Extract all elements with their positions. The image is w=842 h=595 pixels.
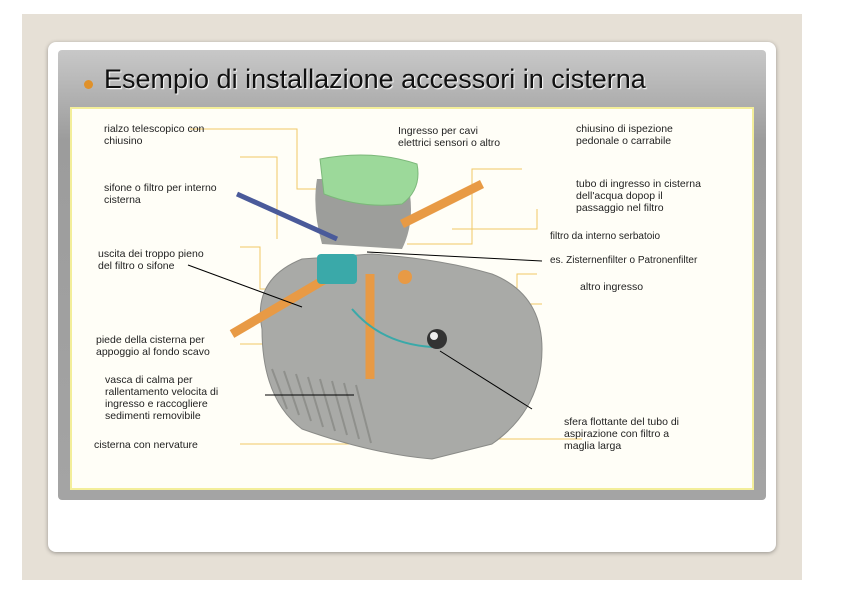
label-nervature: cisterna con nervature bbox=[94, 439, 198, 451]
cistern-illustration bbox=[187, 128, 582, 460]
label-ingresso-cavi: Ingresso per cavi elettrici sensori o al… bbox=[398, 125, 501, 149]
label-sifone: sifone o filtro per interno cisterna bbox=[104, 182, 217, 206]
bullet-icon bbox=[84, 80, 93, 89]
cistern-diagram: rialzo telescopico con chiusino Ingresso… bbox=[70, 107, 754, 490]
slide-title: Esempio di installazione accessori in ci… bbox=[104, 64, 646, 94]
label-zisternenfilter: es. Zisternenfilter o Patronenfilter bbox=[550, 255, 698, 266]
label-sfera: sfera flottante del tubo di aspirazione … bbox=[564, 416, 679, 452]
label-rialzo: rialzo telescopico con chiusino bbox=[104, 123, 205, 147]
label-piede: piede della cisterna per appoggio al fon… bbox=[96, 334, 210, 358]
label-filtro-interno: filtro da interno serbatoio bbox=[550, 231, 661, 242]
label-tubo-ingresso: tubo di ingresso in cisterna dell'acqua … bbox=[576, 178, 701, 214]
label-uscita: uscita dei troppo pieno del filtro o sif… bbox=[98, 248, 204, 272]
label-altro-ingresso: altro ingresso bbox=[580, 281, 644, 293]
label-vasca: vasca di calma per rallentamento velocit… bbox=[105, 374, 219, 422]
label-chiusino: chiusino di ispezione pedonale o carrabi… bbox=[576, 123, 673, 147]
